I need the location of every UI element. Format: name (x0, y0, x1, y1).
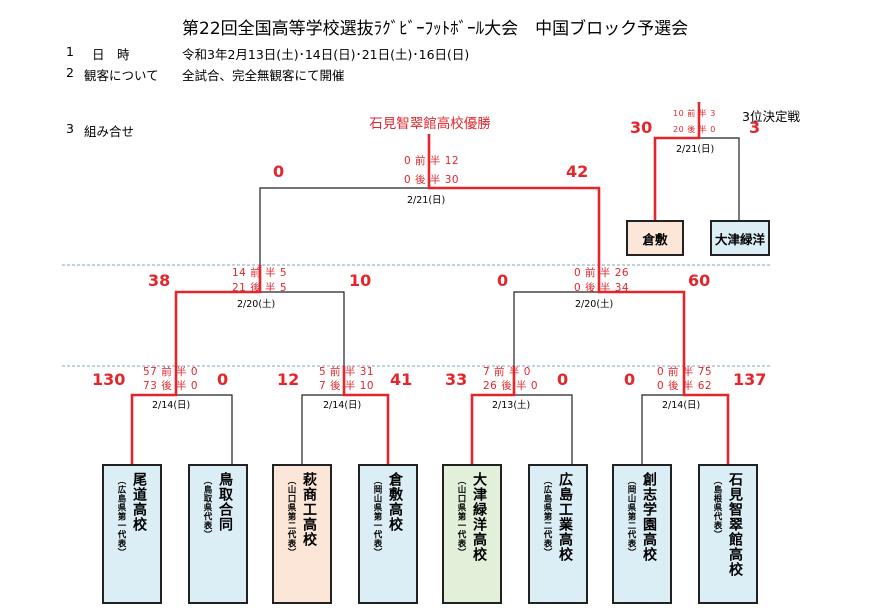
sf1-second-half: 21 後 半 5 (232, 282, 288, 294)
sf1-winner-line (174, 265, 262, 366)
third-left-score: 30 (630, 118, 653, 137)
team-box-kurashiki: 倉敷高校 （岡山県第一代表） (358, 464, 418, 604)
qf3-left-score: 33 (445, 370, 468, 389)
third-team-box-otsu: 大津緑洋 (710, 220, 770, 256)
third-team-name: 大津緑洋 (714, 231, 765, 247)
third-second-half: 20 後 半 0 (673, 125, 716, 134)
third-team-name: 倉敷 (642, 231, 668, 247)
team-name: 鳥取合同 (217, 472, 233, 532)
item2-number: 2 (66, 65, 74, 80)
team-box-soshi-gakuen: 創志学園高校 （岡山県第二代表） (612, 464, 672, 604)
qf2-winner-line (342, 366, 390, 466)
team-region: （広島県第二代表） (542, 476, 552, 557)
team-region: （山口県第一代表） (456, 476, 466, 557)
sf1-right-score: 10 (349, 271, 372, 290)
team-name: 尾道高校 (131, 472, 147, 532)
third-right-score: 3 (749, 118, 761, 137)
qf3-winner-line (470, 366, 516, 466)
final-left-score: 0 (273, 162, 285, 181)
team-name: 創志学園高校 (641, 472, 657, 562)
team-box-otsu-ryokuyo: 大津緑洋高校 （山口県第一代表） (442, 464, 502, 604)
team-box-hiroshima-kogyo: 広島工業高校 （広島県第二代表） (528, 464, 588, 604)
qf1-left-score: 130 (92, 370, 126, 389)
sf2-right-score: 60 (688, 271, 711, 290)
page-title: 第22回全国高等学校選抜ﾗｸﾞﾋﾞｰﾌｯﾄﾎﾞｰﾙ大会 中国ブロック予選会 (182, 19, 689, 39)
qf2-first-half: 5 前 半 31 (319, 366, 375, 378)
final-loser-line (259, 187, 429, 265)
sf2-loser-line (513, 291, 599, 366)
sf2-second-half: 0 後 半 34 (574, 282, 630, 294)
team-name: 倉敷高校 (387, 472, 403, 532)
sf1-first-half: 14 前 半 5 (232, 267, 288, 279)
team-region: （島根県代表） (712, 476, 722, 539)
item1-label: 日 時 (92, 47, 130, 62)
final-winner-line (427, 134, 601, 265)
item2-value: 全試合、完全無観客にて開催 (182, 68, 345, 83)
sf2-first-half: 0 前 半 26 (574, 267, 630, 279)
team-region: （岡山県第二代表） (626, 476, 636, 557)
final-right-score: 42 (566, 162, 589, 181)
team-region: （山口県第二代表） (286, 476, 296, 557)
third-loser-line (699, 137, 740, 222)
qf1-first-half: 57 前 半 0 (143, 366, 199, 378)
item3-label: 組み合せ (84, 124, 135, 139)
sf1-loser-line (260, 291, 345, 366)
item3-number: 3 (66, 121, 74, 136)
qf1-loser-line (176, 394, 233, 466)
qf4-date: 2/14(日) (662, 400, 701, 411)
final-date: 2/21(日) (407, 195, 446, 206)
third-winner-line (653, 102, 701, 222)
sf1-date: 2/20(土) (237, 299, 276, 310)
qf4-left-score: 0 (624, 370, 636, 389)
champion-label: 石見智翠館高校優勝 (369, 116, 491, 132)
item1-number: 1 (66, 44, 74, 59)
qf2-loser-line (301, 394, 344, 466)
qf1-second-half: 73 後 半 0 (143, 380, 199, 392)
sf2-date: 2/20(土) (575, 299, 614, 310)
qf3-second-half: 26 後 半 0 (483, 380, 539, 392)
qf4-winner-line (682, 366, 730, 466)
qf4-right-score: 137 (733, 370, 767, 389)
qf2-second-half: 7 後 半 10 (319, 380, 375, 392)
team-box-onomichi: 尾道高校 （広島県第一代表） (102, 464, 162, 604)
qf2-left-score: 12 (277, 370, 300, 389)
team-region: （鳥取県代表） (202, 476, 212, 539)
third-date: 2/21(日) (676, 144, 715, 155)
qf3-first-half: 7 前 半 0 (483, 366, 531, 378)
team-box-iwami-chisuikan: 石見智翠館高校 （島根県代表） (698, 464, 758, 604)
third-place-label: 3位決定戦 (742, 109, 800, 124)
item2-label: 観客について (84, 68, 159, 83)
sf2-winner-line (597, 265, 686, 366)
third-first-half: 10 前 半 3 (673, 109, 716, 118)
team-name: 広島工業高校 (557, 472, 573, 562)
team-name: 大津緑洋高校 (471, 472, 487, 562)
team-box-tottori: 鳥取合同 （鳥取県代表） (188, 464, 248, 604)
qf4-first-half: 0 前 半 75 (657, 366, 713, 378)
team-name: 石見智翠館高校 (727, 472, 743, 577)
team-box-hagi: 萩商工高校 （山口県第二代表） (272, 464, 332, 604)
sf1-left-score: 38 (148, 271, 171, 290)
team-region: （広島県第一代表） (116, 476, 126, 557)
qf4-second-half: 0 後 半 62 (657, 380, 713, 392)
qf3-loser-line (514, 394, 573, 466)
qf2-date: 2/14(日) (323, 400, 362, 411)
final-first-half: 0 前 半 12 (404, 155, 460, 167)
qf3-right-score: 0 (557, 370, 569, 389)
team-name: 萩商工高校 (301, 472, 317, 547)
team-region: （岡山県第一代表） (372, 476, 382, 557)
final-second-half: 0 後 半 30 (404, 174, 460, 186)
qf1-right-score: 0 (217, 370, 229, 389)
sf2-left-score: 0 (497, 271, 509, 290)
item1-value: 令和3年2月13日(土)･14日(日)･21日(土)･16日(日) (182, 47, 470, 62)
qf3-date: 2/13(土) (492, 400, 531, 411)
qf1-date: 2/14(日) (152, 400, 191, 411)
qf1-winner-line (130, 366, 178, 466)
qf2-right-score: 41 (390, 370, 413, 389)
third-team-box-kurashiki: 倉敷 (626, 220, 684, 256)
qf4-loser-line (641, 394, 684, 466)
